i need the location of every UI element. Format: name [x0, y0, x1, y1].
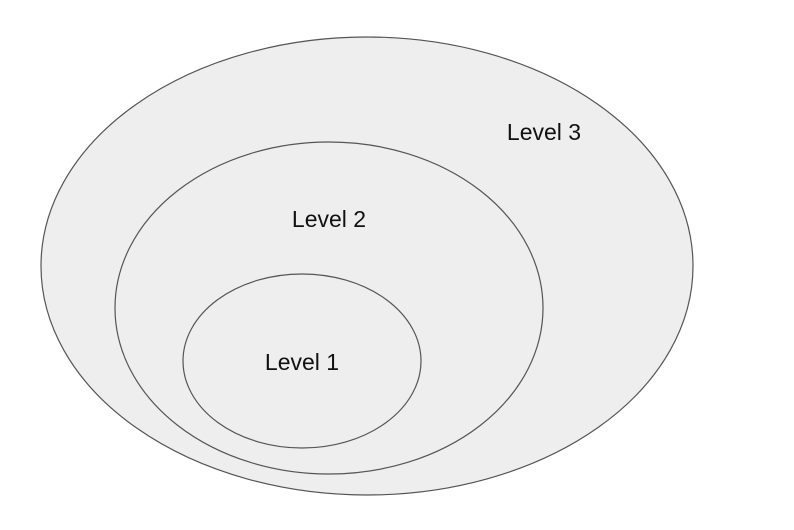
level-3-label: Level 3: [507, 119, 581, 145]
level-1-label: Level 1: [265, 349, 339, 375]
level-1-ellipse: [182, 273, 422, 449]
level-1-group: Level 1: [182, 273, 422, 449]
level-2-label: Level 2: [292, 206, 366, 232]
